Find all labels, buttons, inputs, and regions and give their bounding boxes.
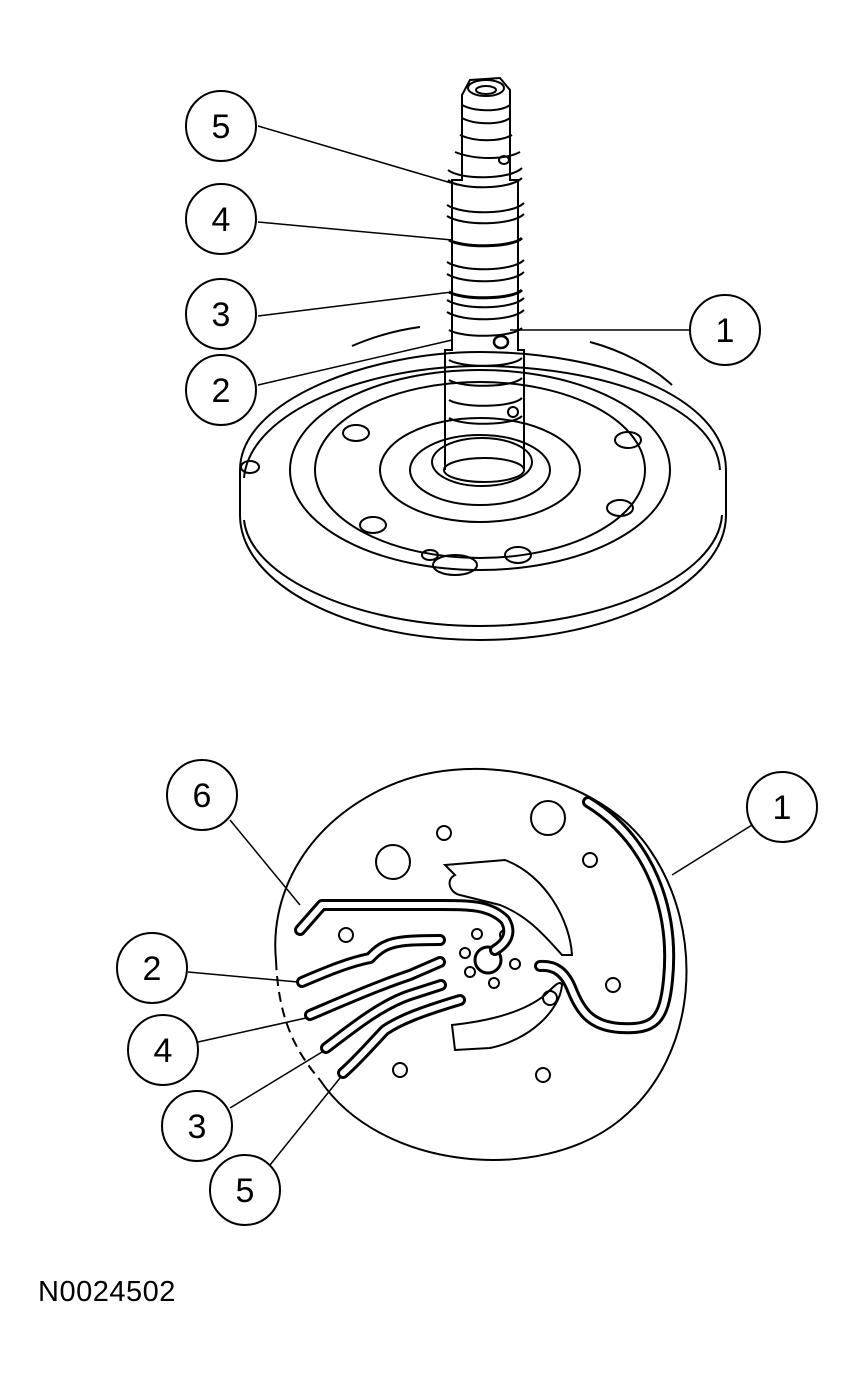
bolt-hole (240, 460, 260, 474)
callout-bubble: 5 (209, 1154, 281, 1226)
callout-number: 2 (212, 372, 231, 410)
shading-mark (351, 326, 421, 347)
callout-number: 3 (212, 296, 231, 334)
leader-line (671, 824, 753, 876)
fluid-circuits (294, 796, 676, 1079)
callout-number: 4 (154, 1032, 173, 1070)
figure-code: N0024502 (38, 1276, 176, 1308)
plate-hole (436, 825, 452, 841)
plate-hole (542, 990, 558, 1006)
bolt-hole (504, 546, 532, 564)
callout-bubble: 3 (185, 278, 257, 350)
seal-ring (446, 202, 525, 225)
plate-hole (488, 977, 500, 989)
callouts-top: 5 4 3 1 2 (185, 90, 761, 426)
callout-number: 3 (188, 1108, 207, 1146)
plate-hole (392, 1062, 408, 1078)
callout-number: 1 (716, 312, 735, 350)
callout-number: 2 (143, 950, 162, 988)
flange-ring-inner (314, 381, 646, 559)
callout-bubble: 5 (185, 90, 257, 162)
bolt-hole (606, 499, 634, 517)
plate-hole (471, 928, 483, 940)
plate-hole (535, 1067, 551, 1083)
flange-outer-edge (239, 350, 727, 642)
leader-line (187, 971, 299, 983)
plate-hole (464, 966, 476, 978)
callout-number: 5 (212, 108, 231, 146)
plate-hole (582, 852, 598, 868)
shading-mark (589, 341, 673, 386)
leader-line (269, 1077, 341, 1166)
shaft-port (507, 406, 519, 418)
shaft-bore (467, 79, 505, 97)
oil-hole (432, 554, 478, 576)
plate-outline-hidden (275, 959, 321, 1081)
bolt-hole (342, 424, 370, 442)
center-bore (473, 945, 503, 975)
seal-ring (446, 259, 525, 283)
hub-bore (431, 437, 533, 487)
leader-line (257, 291, 453, 317)
leader-line (229, 1051, 323, 1109)
pocket-lower (450, 982, 564, 1052)
shaft-port (498, 155, 510, 165)
callout-bubble: 1 (689, 294, 761, 366)
plate-hole (530, 800, 566, 836)
flange-ring-outer (289, 369, 671, 571)
leader-line (257, 221, 453, 241)
hub-outer (379, 417, 581, 523)
circuit-5 (337, 994, 466, 1079)
callout-number: 1 (773, 789, 792, 827)
bolt-hole (614, 431, 642, 449)
plate-hole (459, 947, 471, 959)
plate-outline (274, 767, 688, 1161)
leader-line (229, 819, 301, 906)
callout-bubble: 3 (161, 1090, 233, 1162)
callouts-bottom: 6 1 2 4 3 5 (116, 759, 818, 1226)
callout-bubble: 2 (185, 354, 257, 426)
hub-inner (409, 434, 551, 506)
callout-bubble: 2 (116, 932, 188, 1004)
callout-bubble: 4 (185, 183, 257, 255)
seal-ring (446, 297, 525, 321)
plate-hole (509, 958, 521, 970)
callout-number: 5 (236, 1172, 255, 1210)
callout-number: 6 (193, 777, 212, 815)
callout-bubble: 4 (127, 1014, 199, 1086)
fluid-passage-plate (274, 767, 688, 1161)
bolt-hole (359, 516, 387, 534)
flange-lower-edge (243, 514, 723, 628)
leader-line (257, 339, 453, 386)
pump-support-assembly (239, 76, 727, 642)
callout-number: 4 (212, 201, 231, 239)
plate-hole (338, 927, 354, 943)
leader-line (197, 1017, 307, 1043)
leader-line (257, 125, 459, 186)
stator-shaft (443, 76, 525, 483)
oil-hole (421, 549, 439, 561)
shaft-port (492, 334, 510, 350)
plate-hole (375, 844, 411, 880)
plate-hole (605, 977, 621, 993)
callout-bubble: 1 (746, 771, 818, 843)
callout-bubble: 6 (166, 759, 238, 831)
pocket-upper (442, 858, 574, 956)
